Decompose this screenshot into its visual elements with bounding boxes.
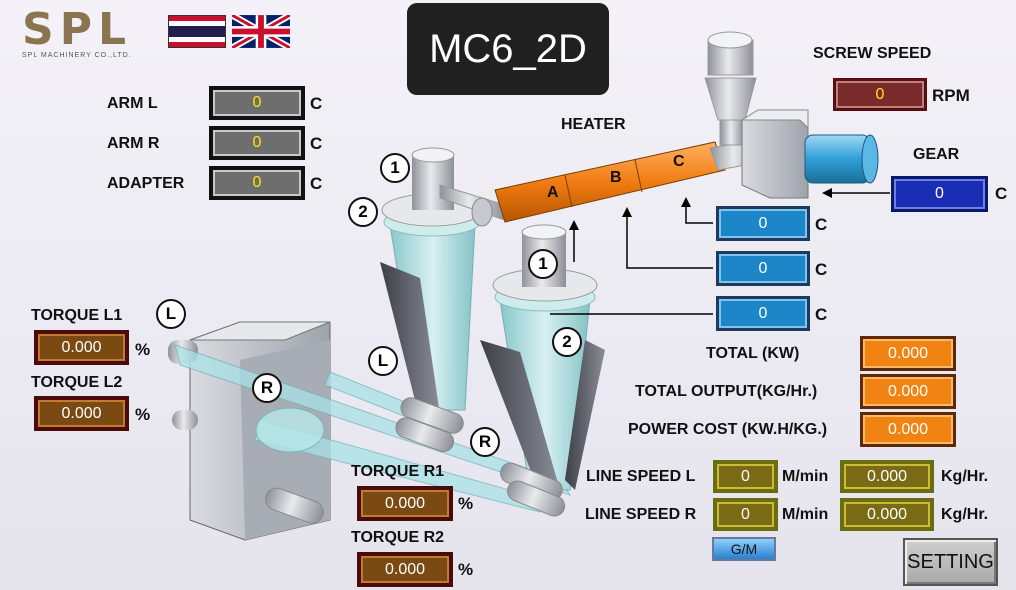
marker-2-left: 2 (348, 197, 378, 227)
torque-r1-label: TORQUE R1 (351, 463, 445, 480)
arm-l-label: ARM L (107, 95, 158, 112)
gear-value: 0 (891, 176, 988, 212)
line-speed-r-value: 0 (713, 498, 778, 531)
adapter-value: 0 (209, 166, 305, 200)
line-speed-r-label: LINE SPEED R (585, 506, 697, 523)
power-cost-label: POWER COST (KW.H/KG.) (628, 421, 828, 438)
heater-c-temp: 0 (716, 206, 810, 241)
line-speed-r-rate-unit: Kg/Hr. (941, 506, 989, 523)
marker-l-top: L (156, 299, 186, 329)
logo-subtext: SPL MACHINERY CO.,LTD. (22, 52, 132, 59)
line-speed-r-rate: 0.000 (840, 498, 934, 531)
heater-c-unit: C (815, 215, 828, 234)
line-speed-l-label: LINE SPEED L (586, 468, 696, 485)
total-output-label: TOTAL OUTPUT(KG/Hr.) (635, 383, 818, 400)
heater-zone-c: C (673, 153, 685, 170)
torque-l1-unit: % (135, 340, 151, 359)
torque-l2-label: TORQUE L2 (31, 374, 123, 391)
torque-r2-label: TORQUE R2 (351, 529, 445, 546)
line-speed-l-rate: 0.000 (840, 460, 934, 493)
marker-r-gearbox: R (252, 373, 282, 403)
line-speed-l-value: 0 (713, 460, 778, 493)
thai-flag-icon[interactable] (168, 15, 226, 48)
setting-button[interactable]: SETTING (903, 538, 998, 586)
torque-l2-value: 0.000 (34, 396, 129, 431)
adapter-label: ADAPTER (107, 175, 185, 192)
line-speed-l-rate-unit: Kg/Hr. (941, 468, 989, 485)
marker-2-right: 2 (552, 327, 582, 357)
heater-b-unit: C (815, 260, 828, 279)
heater-a-unit: C (815, 305, 828, 324)
screw-speed-unit: RPM (932, 86, 970, 105)
adapter-unit: C (310, 174, 323, 193)
torque-l2-unit: % (135, 405, 151, 424)
arm-l-unit: C (310, 94, 323, 113)
torque-r1-unit: % (458, 494, 474, 513)
screw-speed-label: SCREW SPEED (813, 45, 932, 62)
marker-1-left: 1 (380, 153, 410, 183)
torque-l1-label: TORQUE L1 (31, 307, 123, 324)
uk-flag-icon[interactable] (232, 15, 290, 48)
arm-r-value: 0 (209, 126, 305, 160)
gm-button[interactable]: G/M (712, 537, 776, 561)
arm-r-unit: C (310, 134, 323, 153)
gear-unit: C (995, 184, 1008, 203)
torque-l1-value: 0.000 (34, 330, 129, 365)
marker-r-hopper: R (470, 427, 500, 457)
heater-label: HEATER (561, 116, 626, 133)
heater-zone-a: A (547, 184, 559, 201)
heater-a-temp: 0 (716, 296, 810, 331)
screw-speed-value: 0 (833, 78, 927, 111)
torque-r1-value: 0.000 (357, 486, 453, 521)
line-speed-l-unit: M/min (782, 468, 829, 485)
marker-1-right: 1 (528, 249, 558, 279)
total-kw-value: 0.000 (860, 336, 956, 371)
total-kw-label: TOTAL (KW) (706, 345, 800, 362)
marker-l-hopper: L (368, 346, 398, 376)
power-cost-value: 0.000 (860, 412, 956, 447)
heater-b-temp: 0 (716, 251, 810, 286)
arm-r-label: ARM R (107, 135, 160, 152)
torque-r2-value: 0.000 (357, 552, 453, 587)
line-speed-r-unit: M/min (782, 506, 829, 523)
torque-r2-unit: % (458, 560, 474, 579)
total-output-value: 0.000 (860, 374, 956, 409)
gear-label: GEAR (913, 146, 960, 163)
page-title: MC6_2D (407, 3, 609, 95)
logo-text: SPL (22, 4, 132, 55)
company-logo: SPL SPL MACHINERY CO.,LTD. (22, 8, 152, 63)
heater-zone-b: B (610, 169, 622, 186)
arm-l-value: 0 (209, 86, 305, 120)
